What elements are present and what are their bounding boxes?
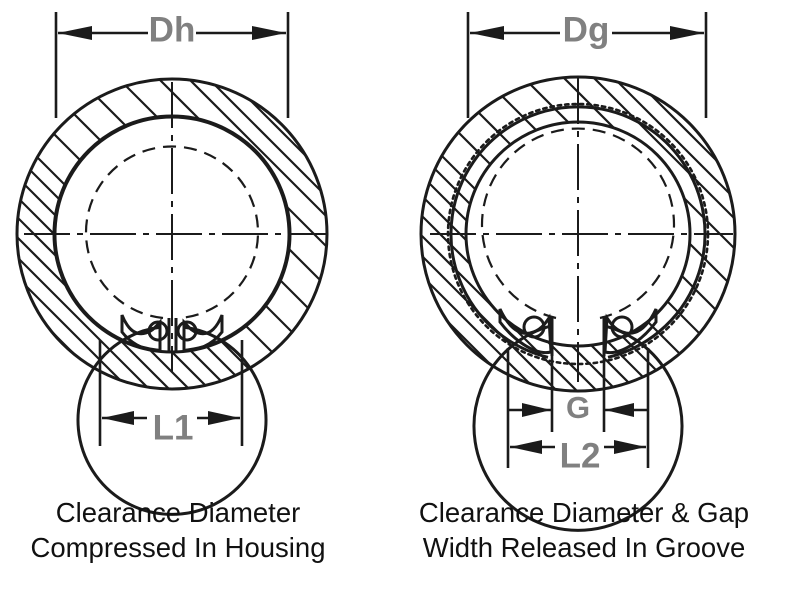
- dim-label-Dg: Dg: [563, 10, 610, 49]
- lug-hole-right-left-panel: [176, 320, 198, 342]
- ring-free-state-dashed-arc-left: [84, 145, 260, 320]
- dim-G-arrowhead-right: [605, 403, 634, 417]
- lug-hole-right-right-panel: [610, 315, 634, 339]
- dim-G-arrowhead-left: [522, 403, 551, 417]
- lug-hole-left-left-panel: [147, 320, 169, 342]
- dim-L1-arrowhead-right: [208, 411, 240, 425]
- housing-outer-circle-right: [419, 75, 737, 393]
- ring-inner-arc-right: [472, 323, 684, 532]
- dim-Dg-arrowhead-right: [670, 26, 704, 40]
- dimension-Dg: Dg: [466, 10, 708, 118]
- dim-label-G: G: [566, 390, 590, 425]
- dim-label-L2: L2: [560, 436, 601, 475]
- caption-line-1-right: Clearance Diameter & Gap: [419, 497, 749, 528]
- dim-L1-arrowhead-left: [102, 411, 134, 425]
- lug-left-boss-left-panel: [120, 314, 162, 352]
- caption-line-2-right: Width Released In Groove: [423, 532, 746, 563]
- dimension-G: G: [508, 348, 648, 432]
- dim-L2-arrowhead-left: [510, 440, 542, 454]
- lug-hole-left-right-panel: [522, 315, 546, 339]
- dim-label-Dh: Dh: [149, 10, 196, 49]
- ring-inner-arc-left: [76, 325, 268, 516]
- panel-released-in-groove: Dg: [419, 10, 749, 563]
- dim-Dg-arrowhead-left: [470, 26, 504, 40]
- lug-right-boss-left-panel: [182, 314, 224, 352]
- ring-free-state-dashed-arc-right: [480, 127, 676, 320]
- dim-L2-arrowhead-right: [614, 440, 646, 454]
- retaining-ring-right: [449, 105, 707, 532]
- dimension-L1: L1: [98, 340, 244, 447]
- dimension-Dh: Dh: [54, 10, 290, 118]
- dim-label-L1: L1: [153, 408, 194, 447]
- dimension-L2: L2: [506, 348, 650, 475]
- dim-arrowhead-right: [252, 26, 286, 40]
- dim-arrowhead-left: [58, 26, 92, 40]
- caption-line-1-left: Clearance Diameter: [56, 497, 301, 528]
- caption-line-2-left: Compressed In Housing: [30, 532, 325, 563]
